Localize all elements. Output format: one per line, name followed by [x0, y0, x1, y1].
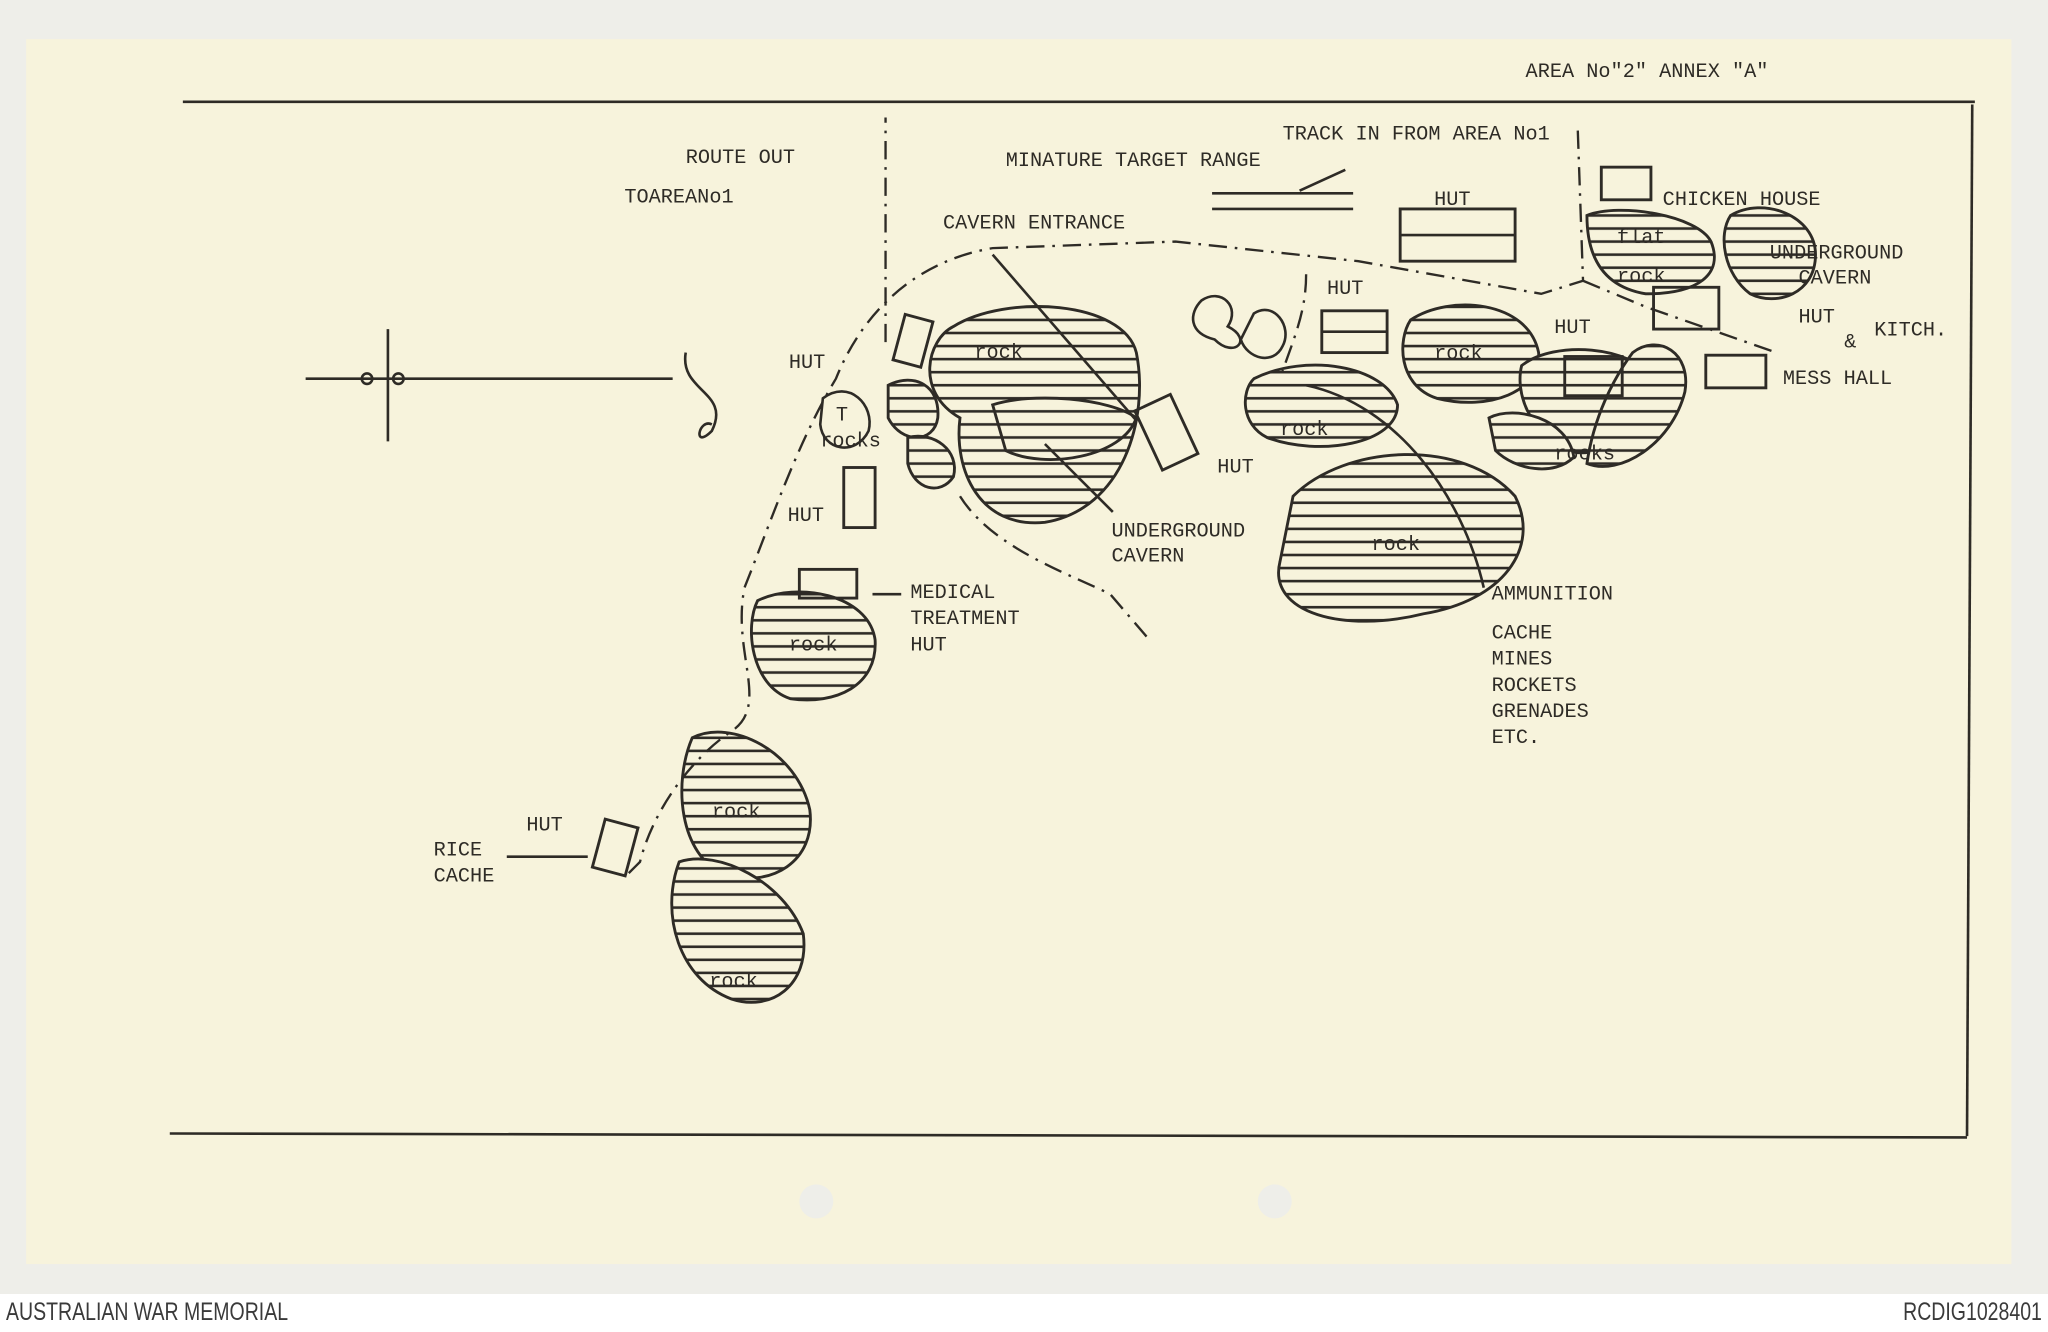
label-hut: HUT — [1217, 457, 1253, 480]
label-target-range: MINATURE TARGET RANGE — [1006, 150, 1261, 173]
label-hut: HUT — [526, 815, 562, 838]
label-rockets: ROCKETS — [1492, 675, 1577, 698]
track-lines — [506, 117, 1777, 876]
label-rock: rock — [789, 634, 838, 657]
label-route-out: ROUTE OUT — [686, 147, 795, 170]
label-track-in: TRACK IN FROM AREA No1 — [1283, 124, 1550, 147]
label-rock: rock — [1434, 343, 1483, 366]
label-cavern: CAVERN — [1112, 546, 1185, 569]
label-flat: flat — [1617, 227, 1666, 250]
hut-markers — [590, 165, 1768, 878]
label-hut: HUT — [910, 634, 946, 657]
label-rock: rock — [712, 801, 761, 824]
label-rock: rock — [1617, 266, 1666, 289]
label-cache: CACHE — [1492, 623, 1553, 646]
label-hut: HUT — [1327, 278, 1363, 301]
label-cavern: CAVERN — [1799, 267, 1872, 290]
label-t: T — [836, 404, 848, 427]
record-id: RCDIG1028401 — [1903, 1298, 2042, 1326]
institution-name: AUSTRALIAN WAR MEMORIAL — [6, 1298, 289, 1326]
label-rock: rock — [1280, 419, 1329, 442]
label-rocks: rocks — [1554, 444, 1615, 467]
document-title: AREA No"2" ANNEX "A" — [1526, 61, 1769, 84]
label-rice: RICE — [434, 839, 483, 862]
footer-bar: AUSTRALIAN WAR MEMORIAL RCDIG1028401 — [0, 1294, 2048, 1332]
label-underground: UNDERGROUND — [1770, 243, 1904, 266]
map-labels: ROUTE OUT TOAREANo1 MINATURE TARGET RANG… — [434, 124, 1948, 995]
label-hut: HUT — [789, 352, 825, 375]
label-rock: rock — [709, 971, 758, 994]
label-ammunition: AMMUNITION — [1492, 583, 1613, 606]
label-treatment: TREATMENT — [910, 608, 1019, 631]
punch-hole — [799, 1184, 834, 1219]
label-grenades: GRENADES — [1492, 701, 1589, 724]
map-frame — [169, 100, 1975, 1139]
label-rock: rock — [974, 342, 1023, 365]
label-rock: rock — [1371, 534, 1420, 557]
label-to-area: TOAREANo1 — [624, 186, 733, 209]
label-etc: ETC. — [1492, 727, 1541, 750]
label-kitch: KITCH. — [1874, 320, 1947, 343]
label-hut: HUT — [1554, 317, 1590, 340]
label-hut: HUT — [788, 505, 824, 528]
label-underground: UNDERGROUND — [1112, 521, 1246, 544]
north-arrow-icon — [305, 329, 718, 442]
label-chicken-house: CHICKEN HOUSE — [1663, 189, 1821, 212]
label-mess-hall: MESS HALL — [1783, 368, 1892, 391]
label-cavern-entrance: CAVERN ENTRANCE — [943, 213, 1125, 236]
label-hut: HUT — [1799, 307, 1835, 330]
label-hut: HUT — [1434, 189, 1470, 212]
rock-formations — [670, 206, 1817, 1004]
punch-hole — [1257, 1184, 1292, 1219]
label-rocks: rocks — [820, 431, 881, 454]
label-amp: & — [1844, 331, 1856, 354]
label-medical: MEDICAL — [910, 582, 995, 605]
label-cache: CACHE — [434, 865, 495, 888]
label-mines: MINES — [1492, 649, 1553, 672]
